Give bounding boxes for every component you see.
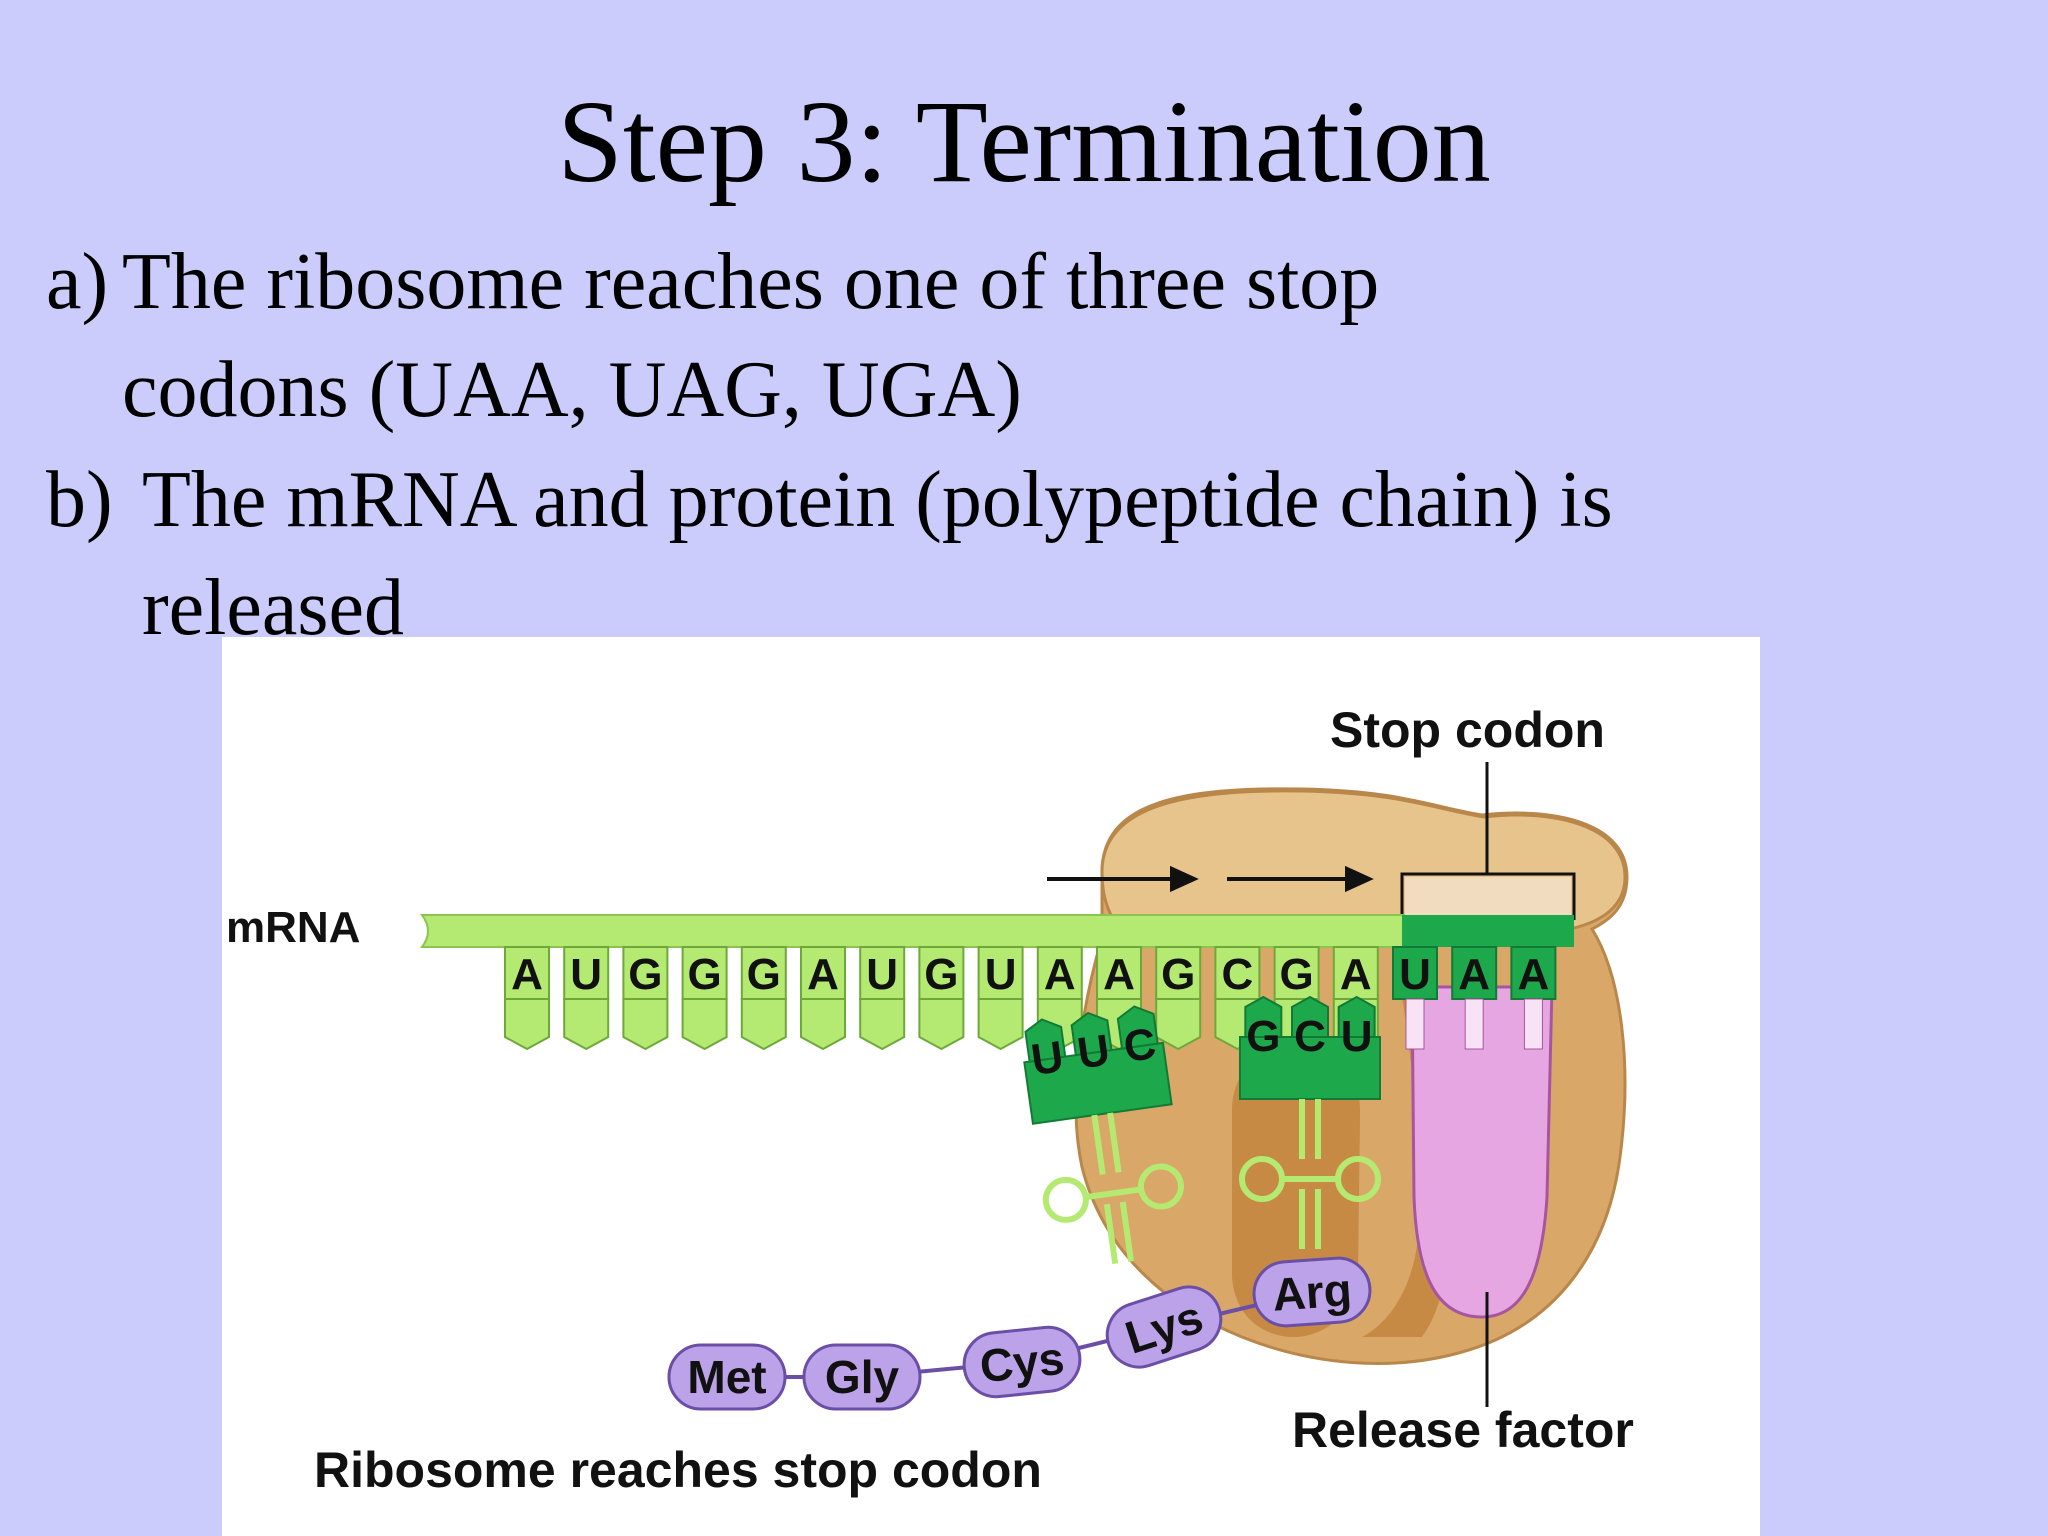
mrna-base: A [1510, 946, 1557, 1050]
anticodon-letter: U [1341, 1012, 1373, 1061]
mrna-base-letter: G [1161, 950, 1195, 999]
polypeptide-chain: Met Gly Cys Lys Arg [667, 1256, 1372, 1411]
amino-acid-label: Arg [1271, 1263, 1354, 1320]
amino-acid: Arg [1252, 1256, 1372, 1328]
mrna-base: G [1155, 946, 1202, 1051]
mrna-base-letter: A [1044, 950, 1076, 999]
mrna-base-letter: G [628, 950, 662, 999]
stop-codon-label: Stop codon [1330, 702, 1605, 758]
release-factor-shape [1410, 985, 1554, 1319]
mrna-base-letter: U [570, 950, 602, 999]
anticodon-letter: C [1121, 1019, 1159, 1072]
bullet-b-line1: The mRNA and protein (polypeptide chain)… [142, 456, 1613, 544]
bullet-a-marker: a) [46, 238, 109, 326]
bullet-a-line2: codons (UAA, UAG, UGA) [122, 346, 1022, 434]
mrna-base: A [504, 946, 550, 1051]
bullet-a-line1: The ribosome reaches one of three stop [122, 238, 1380, 326]
figure-caption: Ribosome reaches stop codon [314, 1442, 1042, 1498]
bullet-b-marker: b) [46, 456, 113, 544]
mrna-base-letter: G [1279, 950, 1313, 999]
amino-acid-label: Gly [825, 1351, 900, 1403]
mrna-strand [420, 914, 1574, 948]
mrna-base-letter: U [866, 950, 898, 999]
mrna-base-letter: G [687, 950, 721, 999]
mrna-base: G [918, 946, 965, 1051]
release-factor-label: Release factor [1292, 1402, 1634, 1458]
mrna-base-letter: A [1458, 950, 1490, 999]
amino-acid-label: Cys [977, 1332, 1066, 1393]
mrna-base-letter: C [1222, 950, 1254, 999]
mrna-base-letter: U [985, 950, 1017, 999]
anticodon-letter: G [1246, 1012, 1280, 1061]
amino-acid: Gly [802, 1343, 922, 1411]
mrna-base-letter: A [511, 950, 543, 999]
stop-codon-bracket-fill [1405, 877, 1571, 917]
translocation-arrows [1047, 865, 1374, 893]
slide-title: Step 3: Termination [557, 76, 1491, 207]
mrna-label: mRNA [226, 903, 360, 952]
mrna-base-letter: G [747, 950, 781, 999]
amino-acid: Cys [962, 1325, 1082, 1399]
anticodon-letter: C [1294, 1012, 1326, 1061]
mrna-base-letter: A [807, 950, 839, 999]
mrna-base: U [977, 946, 1024, 1051]
mrna-base-letter: U [1399, 950, 1431, 999]
amino-acid: Lys [1105, 1285, 1223, 1369]
amino-acid-label: Met [687, 1351, 766, 1403]
mrna-base-letter: G [924, 950, 958, 999]
mrna-base: G [622, 946, 669, 1051]
mrna-base: A [1451, 946, 1498, 1050]
mrna-base: U [1392, 946, 1438, 1050]
amino-acid-label: Lys [1119, 1290, 1209, 1363]
anticodon-letter: U [1074, 1026, 1112, 1079]
stop-codon-bracket [1400, 762, 1576, 920]
mrna-base-letter: A [1518, 950, 1550, 999]
mrna-base: G [681, 946, 728, 1051]
mrna-base-letter: A [1103, 950, 1135, 999]
bullet-a: a)The ribosome reaches one of three stop… [46, 228, 1946, 444]
mrna-base: U [563, 946, 610, 1051]
bullet-b: b) The mRNA and protein (polypeptide chai… [46, 446, 1946, 662]
mrna-base: U [859, 946, 906, 1051]
anticodon-letter: U [1028, 1032, 1066, 1085]
amino-acid: Met [667, 1343, 787, 1411]
mrna-base: G [740, 946, 787, 1051]
mrna-base: A [800, 946, 846, 1051]
mrna-base-letter: A [1340, 950, 1372, 999]
mrna-base: A [1036, 946, 1083, 1051]
